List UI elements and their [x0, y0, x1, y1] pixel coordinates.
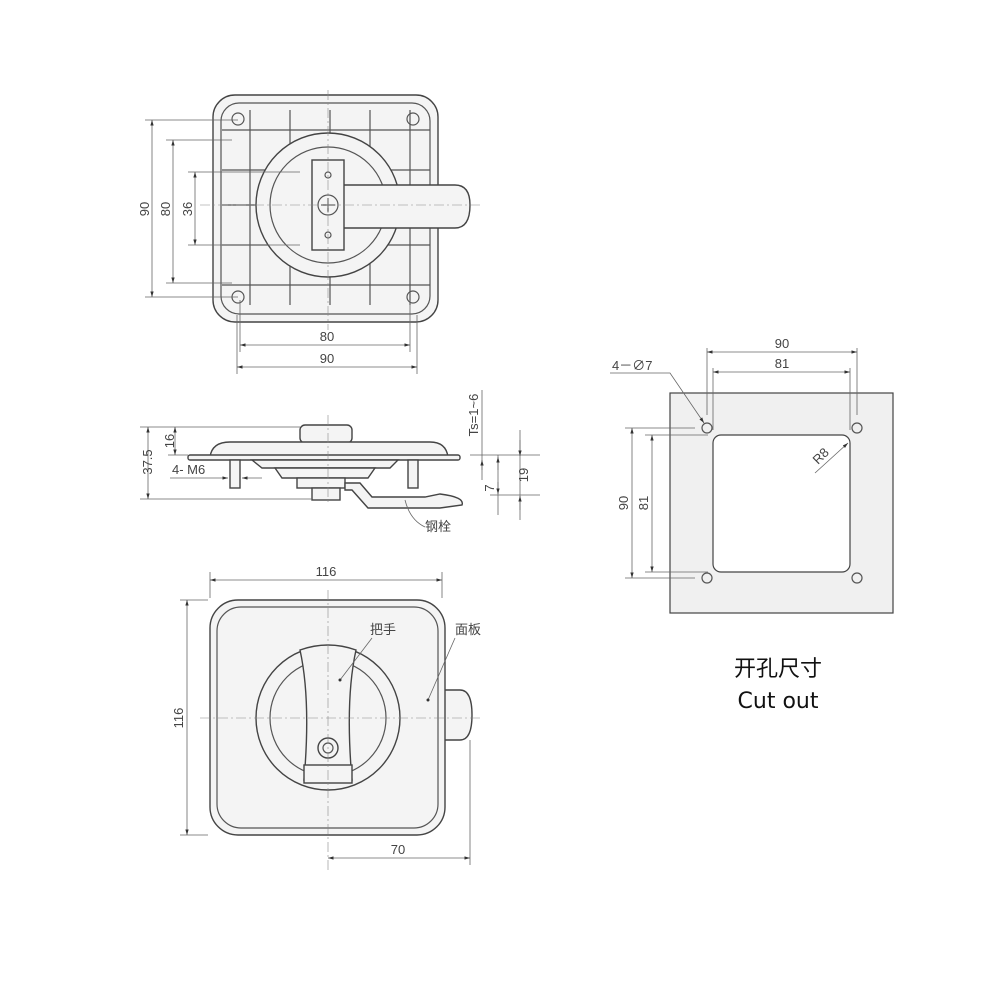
label-panel: 面板: [455, 622, 481, 637]
cutout-dim-height-opening: 81: [636, 496, 651, 510]
label-handle: 把手: [370, 622, 396, 637]
dim-width-holes: 80: [320, 329, 334, 344]
cutout-dim-height-holes: 90: [616, 496, 631, 510]
label-bolt: 钢栓: [425, 519, 451, 534]
top-view: 90 80 36 80 90: [137, 90, 480, 374]
front-view: 116 116 70 把手 面板: [171, 564, 481, 870]
cutout-dim-width-holes: 90: [775, 336, 789, 351]
dim-total-height: 37.5: [140, 449, 155, 474]
dim-height: 116: [171, 708, 186, 729]
dim-studs: 4- M6: [172, 462, 205, 477]
cutout-dim-width-opening: 81: [775, 356, 789, 371]
dim-width: 116: [316, 564, 337, 579]
dim-height-holes: 80: [158, 202, 173, 216]
dim-cam-offset: 7: [482, 484, 497, 491]
dim-width-outer: 90: [320, 351, 334, 366]
dim-panel-thickness: Ts=1~6: [466, 394, 481, 437]
dim-height-handle: 36: [180, 202, 195, 216]
dim-height-outer: 90: [137, 202, 152, 216]
cutout-view: 90 81 4－∅7 90 81 R8 开孔尺寸 Cut out: [610, 336, 894, 714]
dim-top-height: 16: [162, 434, 177, 448]
cutout-dim-holes: 4－∅7: [612, 358, 652, 373]
cutout-title-cn: 开孔尺寸: [734, 657, 822, 682]
dim-cam-depth: 19: [516, 468, 531, 482]
side-view: 37.5 16 4- M6 Ts=1~6 7 19 钢栓: [140, 390, 540, 534]
dim-offset: 70: [391, 842, 405, 857]
cutout-title-en: Cut out: [738, 689, 819, 714]
